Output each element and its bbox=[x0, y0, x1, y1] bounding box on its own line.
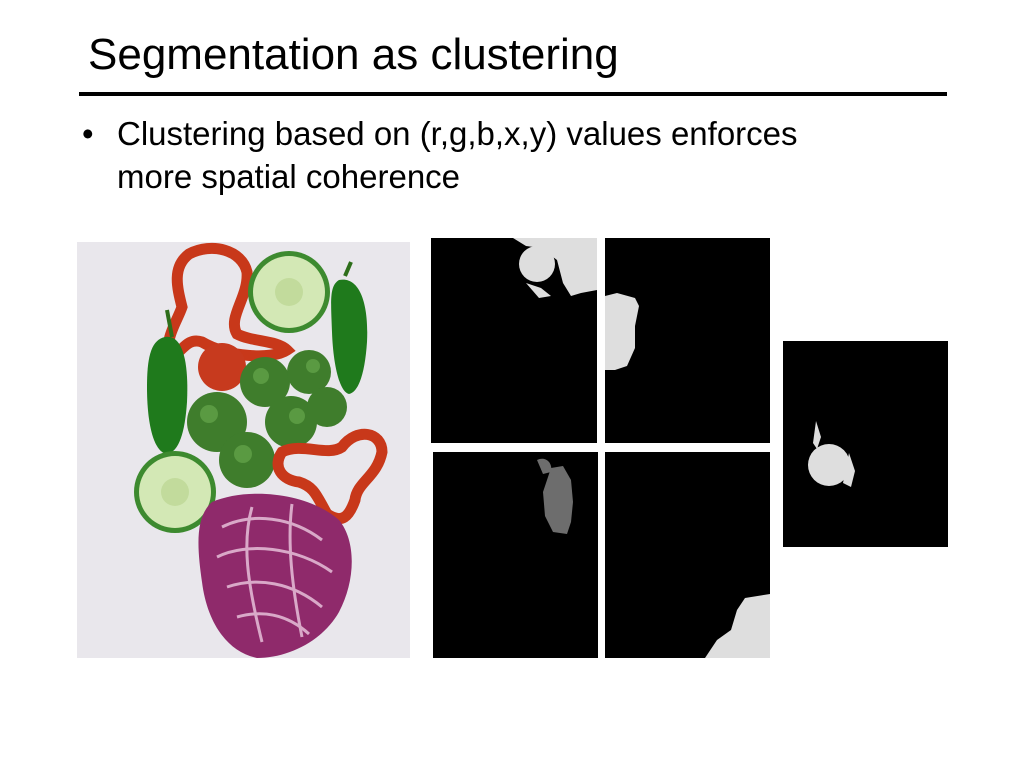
bullet-list: • Clustering based on (r,g,b,x,y) values… bbox=[82, 112, 837, 198]
segment-cluster-5 bbox=[783, 341, 948, 547]
title-underline bbox=[79, 92, 947, 96]
vegetables-photo-drawing bbox=[77, 242, 410, 658]
segment-cluster-3-mask bbox=[433, 452, 598, 658]
segment-cluster-3 bbox=[433, 452, 598, 658]
segment-cluster-1 bbox=[431, 238, 597, 443]
slide-title: Segmentation as clustering bbox=[88, 30, 619, 79]
segment-cluster-2 bbox=[605, 238, 770, 443]
segment-cluster-5-mask bbox=[783, 341, 948, 547]
segment-cluster-2-mask bbox=[605, 238, 770, 443]
segment-cluster-4-mask bbox=[605, 452, 770, 658]
bullet-item: • Clustering based on (r,g,b,x,y) values… bbox=[82, 112, 837, 198]
bullet-text: Clustering based on (r,g,b,x,y) values e… bbox=[117, 115, 798, 195]
vegetables-photo bbox=[77, 242, 410, 658]
segment-cluster-4 bbox=[605, 452, 770, 658]
bullet-marker: • bbox=[82, 115, 94, 152]
segment-cluster-1-mask bbox=[431, 238, 597, 443]
